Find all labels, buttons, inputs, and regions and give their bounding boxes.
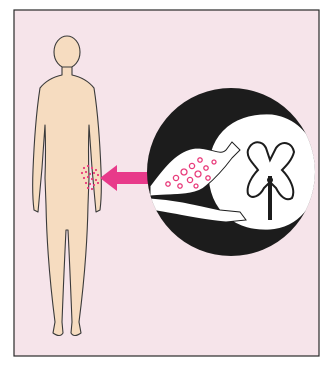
rash-dot [95, 169, 97, 171]
rash-dot [91, 167, 93, 169]
rash-dot [87, 165, 89, 167]
rash-dot [97, 174, 99, 176]
rash-dot [87, 176, 89, 178]
rash-dot [91, 178, 93, 180]
head [54, 36, 80, 68]
rash-dot [95, 179, 97, 181]
central-canal-dot [267, 177, 273, 183]
rash-dot [85, 182, 87, 184]
rash-dot [81, 172, 83, 174]
rash-dot [89, 173, 91, 175]
rash-dot [93, 184, 95, 186]
rash-dot [85, 171, 87, 173]
rash-dot [87, 187, 89, 189]
rash-dot [83, 167, 85, 169]
rash-dot [93, 172, 95, 174]
rash-dot [91, 188, 93, 190]
rash-dot [89, 183, 91, 185]
rash-dot [83, 177, 85, 179]
rash-dot [97, 182, 99, 184]
